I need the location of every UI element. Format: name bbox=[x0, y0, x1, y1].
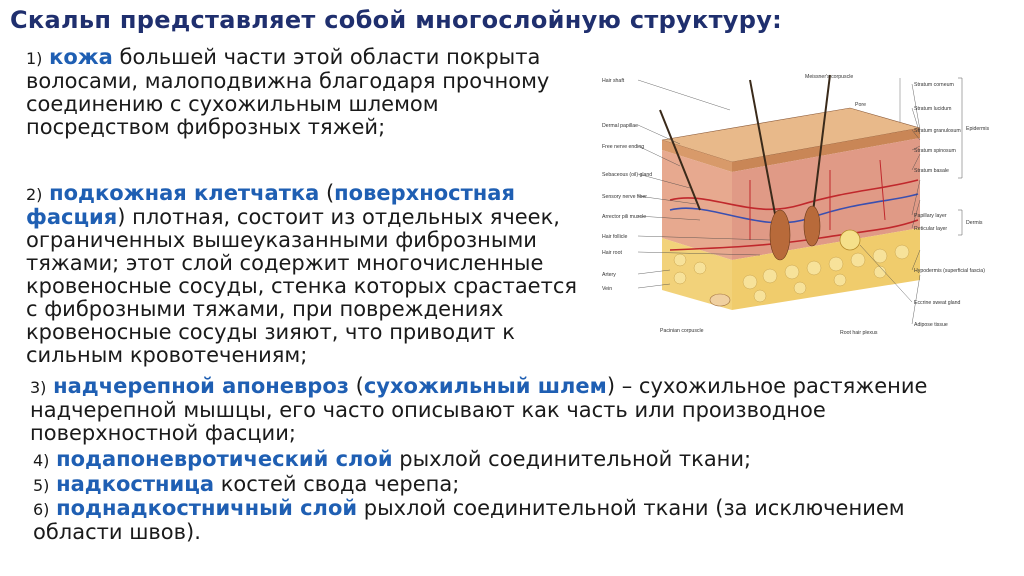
left-labels: Hair shaft Dermal papillae Free nerve en… bbox=[602, 78, 652, 292]
item-number: 1) bbox=[26, 49, 43, 68]
label-pore: Pore bbox=[855, 102, 866, 108]
item-text: плотная, состоит из отдельных ячеек, огр… bbox=[26, 205, 578, 367]
label-stratum-lucidum: Stratum lucidum bbox=[914, 106, 951, 112]
hair-follicles bbox=[769, 205, 821, 261]
top-labels: Meissner's corpuscle Pore bbox=[805, 74, 866, 108]
label-sebaceous-gland: Sebaceous (oil) gland bbox=[602, 172, 652, 178]
hypodermis-side bbox=[732, 228, 920, 310]
epidermis-front bbox=[662, 140, 732, 172]
layer-brackets bbox=[958, 77, 963, 236]
label-dermis: Dermis bbox=[966, 220, 983, 226]
item-text: костей свода черепа; bbox=[214, 472, 460, 496]
item-number: 5) bbox=[33, 476, 50, 495]
label-papillary-layer: Papillary layer bbox=[914, 213, 947, 219]
label-meissner: Meissner's corpuscle bbox=[805, 74, 853, 80]
label-hair-root: Hair root bbox=[602, 250, 622, 256]
label-dermal-papillae: Dermal papillae bbox=[602, 123, 638, 129]
keyword-aponeurosis: надчерепной апоневроз bbox=[53, 374, 349, 398]
list-item-subcutaneous: 2) подкожная клетчатка (поверхностная фа… bbox=[26, 182, 591, 367]
paren-open: ( bbox=[319, 181, 335, 205]
label-adipose: Adipose tissue bbox=[914, 322, 948, 328]
label-pacinian: Pacinian corpuscle bbox=[660, 328, 704, 334]
label-stratum-basale: Stratum basale bbox=[914, 168, 949, 174]
keyword-superficial-fascia: поверхностная фасция bbox=[26, 181, 515, 229]
item-number: 6) bbox=[33, 500, 50, 519]
label-root-hair-plexus: Root hair plexus bbox=[840, 330, 878, 336]
epidermis-side bbox=[732, 128, 920, 172]
keyword-subcutaneous: подкожная клетчатка bbox=[49, 181, 320, 205]
label-stratum-granulosum: Stratum granulosum bbox=[914, 128, 961, 134]
callout-lines bbox=[637, 78, 921, 325]
paren-open: ( bbox=[348, 374, 364, 398]
group-labels: Epidermis Dermis bbox=[966, 126, 989, 226]
label-stratum-corneum: Stratum corneum bbox=[914, 82, 954, 88]
item-number: 2) bbox=[26, 185, 43, 204]
label-stratum-spinosum: Stratum spinosum bbox=[914, 148, 956, 154]
keyword-subperiosteal: поднадкостничный слой bbox=[56, 496, 358, 520]
sweat-gland bbox=[839, 229, 861, 251]
label-vein: Vein bbox=[602, 286, 612, 292]
item-text: рыхлой соединительной ткани (за исключен… bbox=[33, 496, 905, 544]
list-item-skin: 1) кожа большей части этой области покры… bbox=[26, 46, 586, 139]
right-labels: Stratum corneum Stratum lucidum Stratum … bbox=[914, 82, 985, 328]
label-sensory-nerve-fiber: Sensory nerve fiber bbox=[602, 194, 647, 200]
item-text: рыхлой соединительной ткани; bbox=[392, 447, 752, 471]
label-hair-shaft: Hair shaft bbox=[602, 78, 625, 84]
skin-anatomy-figure: Hair shaft Dermal papillae Free nerve en… bbox=[602, 74, 989, 336]
item-number: 3) bbox=[30, 378, 47, 397]
adipose-cells bbox=[673, 244, 910, 303]
hair-shafts bbox=[659, 74, 831, 231]
keyword-subaponeurotic: подапоневротический слой bbox=[56, 447, 393, 471]
item-text: большей части этой области покрыта волос… bbox=[26, 45, 550, 139]
list-item-aponeurosis: 3) надчерепной апоневроз (сухожильный шл… bbox=[30, 375, 990, 445]
list-item-periosteum: 5) надкостница костей свода черепа; bbox=[33, 473, 993, 497]
list-item-subaponeurotic: 4) подапоневротический слой рыхлой соеди… bbox=[33, 448, 993, 472]
paren-close: ) bbox=[606, 374, 616, 398]
paren-close: ) bbox=[117, 205, 126, 229]
page-title: Скальп представляет собой многослойную с… bbox=[10, 6, 783, 34]
keyword-skin: кожа bbox=[49, 45, 113, 69]
label-artery: Artery bbox=[602, 272, 616, 278]
label-hypodermis: Hypodermis (superficial fascia) bbox=[914, 268, 985, 274]
bottom-labels: Pacinian corpuscle Root hair plexus bbox=[660, 328, 878, 336]
label-eccrine-gland: Eccrine sweat gland bbox=[914, 300, 961, 306]
label-free-nerve-ending: Free nerve ending bbox=[602, 144, 644, 150]
label-epidermis: Epidermis bbox=[966, 126, 989, 132]
list-item-subperiosteal: 6) поднадкостничный слой рыхлой соединит… bbox=[33, 497, 993, 544]
item-text: – сухожильное растяжение надчерепной мыш… bbox=[30, 374, 928, 445]
pacinian-corpuscle bbox=[709, 293, 731, 307]
keyword-periosteum: надкостница bbox=[56, 472, 215, 496]
item-number: 4) bbox=[33, 451, 50, 470]
keyword-tendon-helmet: сухожильный шлем bbox=[363, 374, 607, 398]
label-arrector-pili: Arrector pili muscle bbox=[602, 214, 646, 220]
label-hair-follicle: Hair follicle bbox=[602, 234, 627, 240]
label-reticular-layer: Reticular layer bbox=[914, 226, 947, 232]
